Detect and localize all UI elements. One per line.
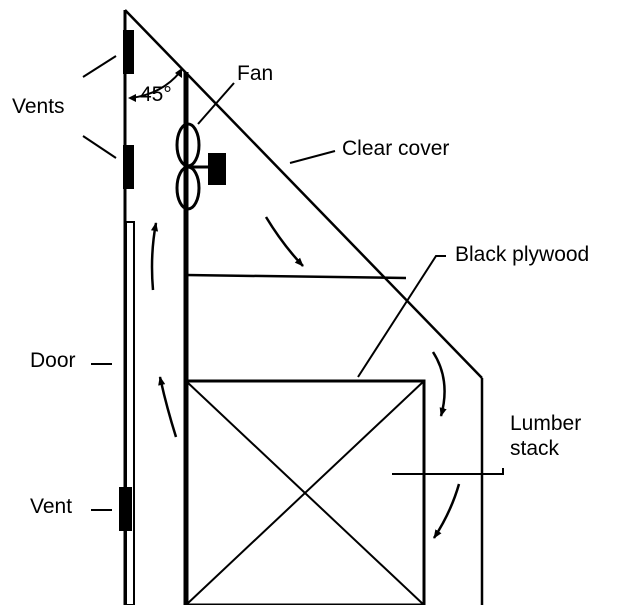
lumber-stack-box [184, 379, 426, 605]
airflow-arrows [150, 216, 461, 539]
black-plywood-leader [357, 255, 446, 378]
leader-lines [82, 55, 504, 511]
airflow-arrow-under-cover [264, 216, 304, 267]
airflow-arrow-front-upper [431, 351, 447, 417]
fan-motor [208, 153, 226, 185]
angle-indicator [128, 68, 182, 102]
clear-cover-slope [124, 9, 483, 379]
angle-arrow-left [128, 94, 136, 102]
label-angle: 45° [140, 83, 172, 106]
lower-vent [119, 487, 132, 531]
upper-vent [123, 30, 134, 74]
label-fan: Fan [237, 62, 273, 85]
label-door: Door [30, 349, 76, 372]
angle-arrow-right [175, 68, 182, 78]
fan-leader [197, 82, 235, 125]
vents-group [119, 30, 134, 531]
label-lumber-stack-line2: stack [510, 437, 560, 460]
kiln-structure [123, 9, 484, 605]
fan [175, 122, 226, 211]
vents-leader-upper [82, 55, 117, 78]
airflow-arrow-left-upper [150, 222, 159, 291]
clear-cover-leader [289, 150, 336, 164]
black-plywood-panel [185, 273, 407, 280]
lumber-stack-leader [392, 468, 504, 475]
label-lumber-stack-line1: Lumber [510, 412, 581, 435]
airflow-arrow-left-lower [158, 376, 178, 438]
label-vent: Vent [30, 495, 72, 518]
middle-vent [123, 145, 134, 189]
label-vents: Vents [12, 95, 65, 118]
airflow-arrow-front-lower [432, 483, 461, 539]
door [125, 221, 135, 605]
lumber-stack [184, 379, 426, 605]
lumber-stack-diagonal-2 [185, 380, 425, 605]
label-black-plywood: Black plywood [455, 243, 589, 266]
vents-leader-lower [82, 135, 117, 159]
angle-arc [130, 71, 181, 99]
label-clear-cover: Clear cover [342, 137, 449, 160]
text-labels: Vents 45° Fan Clear cover Black plywood … [12, 62, 589, 518]
